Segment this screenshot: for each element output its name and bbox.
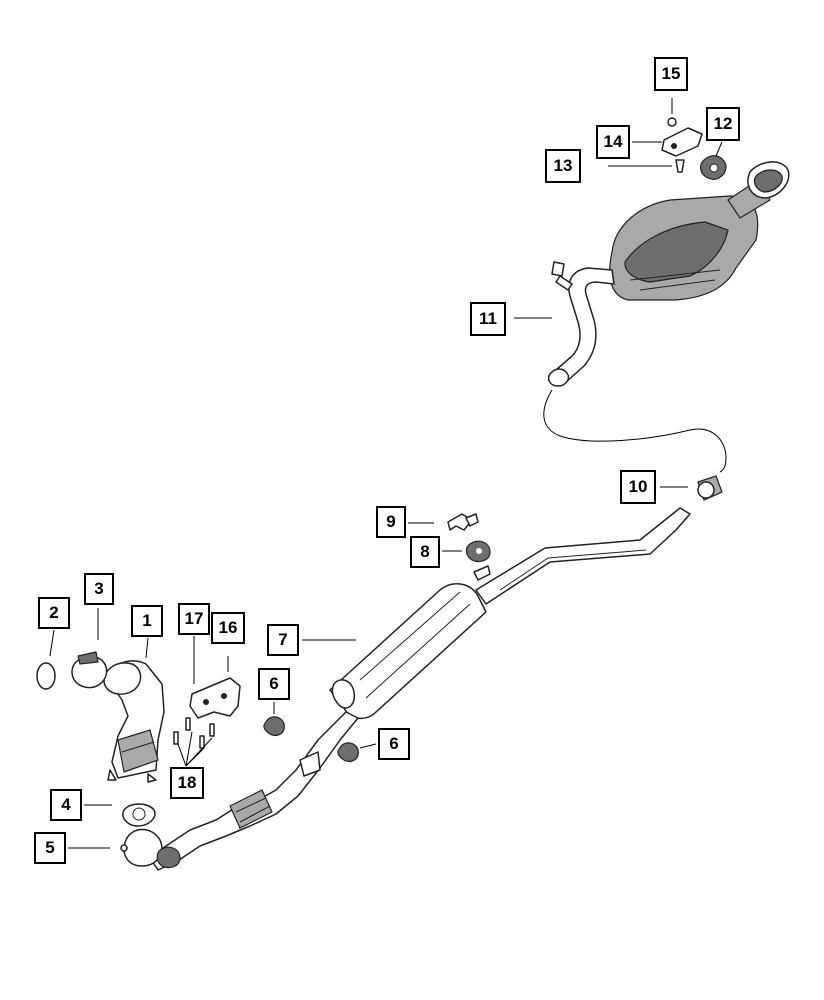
hanger-cable — [543, 389, 727, 473]
clamp-part-3 — [71, 651, 108, 689]
callout-6-upper: 6 — [258, 668, 290, 700]
bracket-part-14 — [661, 127, 703, 157]
callout-14: 14 — [596, 125, 630, 159]
callout-3: 3 — [84, 573, 114, 605]
front-pipe — [149, 711, 359, 871]
leader-lines — [49, 98, 723, 849]
callout-12: 12 — [706, 107, 740, 141]
rear-pipe — [547, 261, 615, 387]
callout-7: 7 — [267, 624, 299, 656]
callout-8: 8 — [410, 536, 440, 568]
resonator-part-7 — [329, 583, 487, 720]
hanger-rod — [473, 565, 491, 581]
hanger-part-9 — [447, 513, 479, 531]
seal-ring-part-2 — [36, 662, 56, 690]
rear-muffler — [609, 161, 790, 301]
callout-11: 11 — [470, 302, 506, 336]
isolator-part-12 — [699, 155, 727, 180]
center-pipe — [475, 507, 691, 605]
bolts-part-18 — [173, 717, 215, 749]
callout-4: 4 — [50, 789, 82, 821]
isolator-part-6-upper — [263, 716, 285, 737]
nut-part-15 — [667, 117, 677, 127]
catalytic-converter-part-1 — [103, 660, 165, 783]
nut-part-5 — [120, 844, 128, 852]
callout-18: 18 — [170, 767, 204, 799]
callout-16: 16 — [211, 612, 245, 644]
callout-13: 13 — [545, 149, 581, 183]
isolator-part-10 — [697, 475, 723, 501]
flange — [123, 828, 181, 869]
isolator-part-8 — [465, 540, 491, 563]
callout-15: 15 — [654, 57, 688, 91]
callout-5: 5 — [34, 832, 66, 864]
bracket-part-16 — [189, 677, 241, 719]
callout-1: 1 — [131, 605, 163, 637]
gasket-part-4 — [122, 803, 156, 827]
callout-2: 2 — [38, 597, 70, 629]
callout-17: 17 — [178, 603, 210, 635]
callout-6-lower: 6 — [378, 728, 410, 760]
bolt-part-13 — [675, 159, 685, 173]
callout-9: 9 — [376, 506, 406, 538]
isolator-part-6-lower — [337, 742, 359, 763]
callout-10: 10 — [620, 470, 656, 504]
